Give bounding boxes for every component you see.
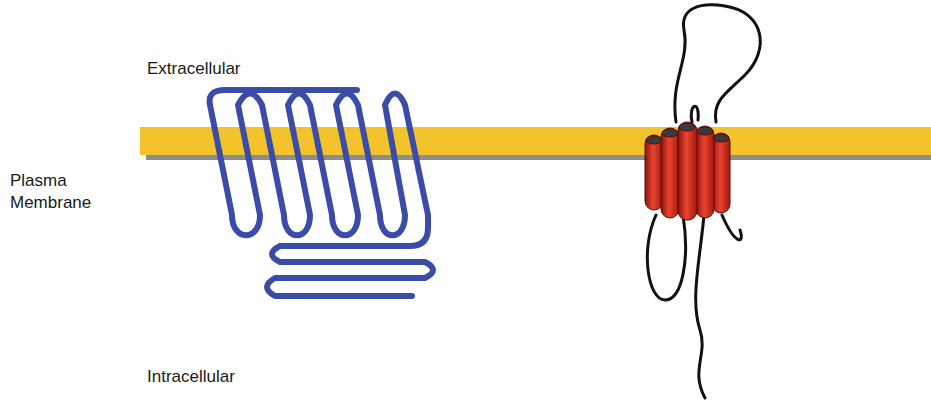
- region-label: Intracellular: [147, 366, 347, 388]
- helix-cylinders: [645, 122, 730, 220]
- region-label: Plasma Membrane: [10, 170, 102, 214]
- multi-pass-protein: [210, 90, 433, 296]
- region-label: Extracellular: [147, 58, 347, 80]
- plasma-membrane-band: [140, 127, 931, 155]
- protein-loops: [647, 5, 760, 398]
